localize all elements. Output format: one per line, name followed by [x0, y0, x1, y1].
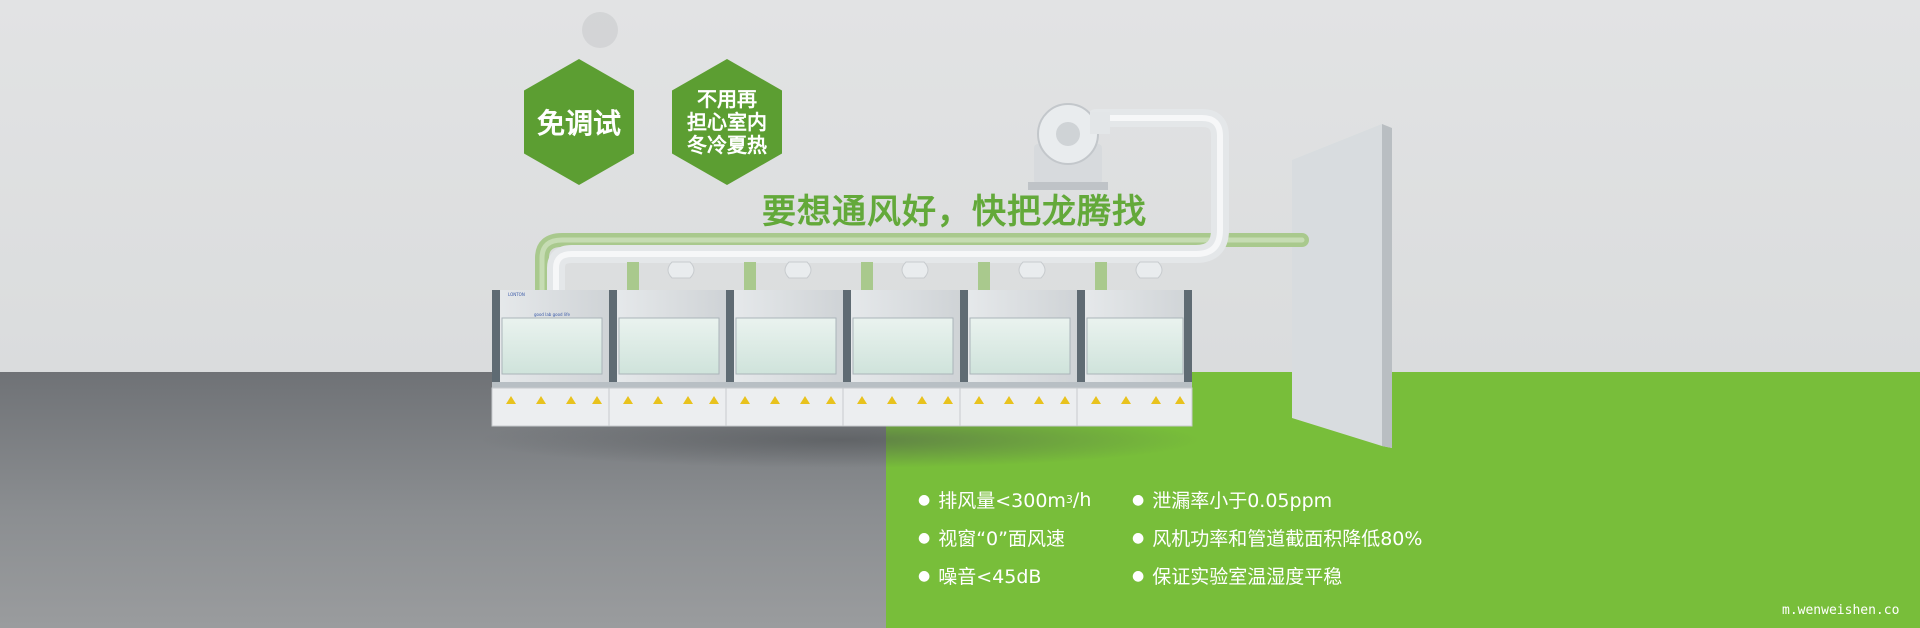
feature-1-suffix: /h	[1072, 488, 1092, 511]
feature-face-velocity: ● 视窗“0”面风速	[918, 524, 1065, 551]
feature-1-prefix: 排风量<300m	[938, 490, 1066, 512]
decor-dot	[582, 12, 618, 48]
exhaust-fan	[1028, 103, 1110, 190]
bullet-icon: ●	[1132, 567, 1145, 584]
cabinet-panel-text: good lab good life	[534, 312, 570, 317]
feature-6-text: 保证实验室温湿度平稳	[1152, 566, 1343, 588]
feature-noise: ● 噪音<45dB	[918, 562, 1041, 589]
fume-hood-row	[491, 290, 1193, 427]
headline-slogan: 要想通风好，快把龙腾找	[762, 192, 1147, 232]
feature-5-text: 风机功率和管道截面积降低80%	[1152, 528, 1423, 550]
feature-stable-climate: ● 保证实验室温湿度平稳	[1132, 562, 1342, 589]
feature-leakage: ● 泄漏率小于0.05ppm	[1132, 486, 1332, 513]
feature-4-text: 泄漏率小于0.05ppm	[1152, 490, 1333, 512]
bullet-icon: ●	[1132, 529, 1145, 546]
feature-2-text: 视窗“0”面风速	[938, 528, 1065, 550]
duct-risers	[627, 262, 1107, 292]
badge-1-text: 免调试	[536, 107, 621, 140]
bullet-icon: ●	[1132, 491, 1145, 508]
watermark: m.wenweishen.co	[1782, 603, 1900, 618]
bullet-icon: ●	[918, 491, 931, 508]
duct-caps	[667, 261, 1163, 279]
cabinet-brand-label: LONTON	[508, 292, 525, 297]
exterior-wall-panel	[1292, 124, 1392, 448]
badge-2-text: 不用再 担心室内 冬冷夏热	[687, 86, 767, 157]
bullet-icon: ●	[918, 567, 931, 584]
bullet-icon: ●	[918, 529, 931, 546]
feature-power-reduction: ● 风机功率和管道截面积降低80%	[1132, 524, 1422, 551]
feature-3-text: 噪音<45dB	[938, 566, 1042, 588]
